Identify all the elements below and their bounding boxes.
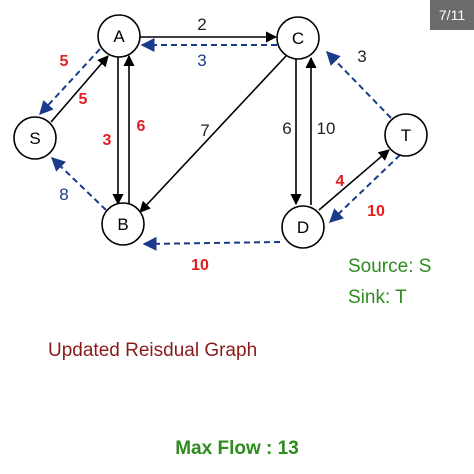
edge-d-to-b — [142, 236, 281, 251]
node-b-label: B — [117, 215, 128, 234]
node-d-label: D — [297, 218, 309, 237]
page-indicator: 7/11 — [430, 0, 474, 30]
node-a: A — [97, 14, 141, 58]
edge-label-a-to-b: 6 — [137, 118, 146, 135]
edge-label-d-to-t: 4 — [336, 173, 345, 190]
edge-t-to-c — [326, 50, 392, 119]
edge-label-a-to-c: 2 — [197, 15, 206, 34]
edge-label-t-to-d: 10 — [367, 203, 385, 220]
sink-label: Sink: T — [348, 287, 407, 308]
edge-label-c-to-d: 6 — [282, 119, 291, 138]
edge-s-to-a — [50, 55, 109, 123]
edge-c-to-b — [139, 55, 287, 213]
node-s: S — [13, 116, 57, 160]
edge-b-to-s — [50, 157, 107, 211]
edge-d-to-t — [318, 149, 390, 211]
edge-a-to-s — [39, 48, 101, 116]
edge-label-d-to-b: 10 — [191, 257, 209, 274]
diagram-caption: Updated Reisdual Graph — [48, 340, 258, 361]
edge-label-c-to-a: 3 — [197, 51, 206, 70]
source-label: Source: S — [348, 256, 432, 277]
edge-label-s-to-a: 5 — [79, 91, 88, 108]
max-flow-result: Max Flow : 13 — [175, 438, 299, 459]
edge-label-b-to-s: 8 — [59, 185, 68, 204]
edge-label-b-to-a: 3 — [103, 132, 112, 149]
edge-label-c-to-b: 7 — [200, 121, 209, 140]
node-b: B — [101, 202, 145, 246]
node-s-label: S — [29, 129, 40, 148]
node-t: T — [384, 113, 428, 157]
edge-t-to-d — [328, 154, 401, 223]
node-a-label: A — [113, 27, 125, 46]
node-t-label: T — [401, 126, 411, 145]
node-c-label: C — [292, 29, 304, 48]
node-c: C — [276, 16, 320, 60]
edge-label-a-to-s: 5 — [60, 53, 69, 70]
edge-label-t-to-c: 3 — [357, 47, 366, 66]
node-d: D — [281, 205, 325, 249]
edge-label-d-to-c: 10 — [317, 119, 336, 138]
